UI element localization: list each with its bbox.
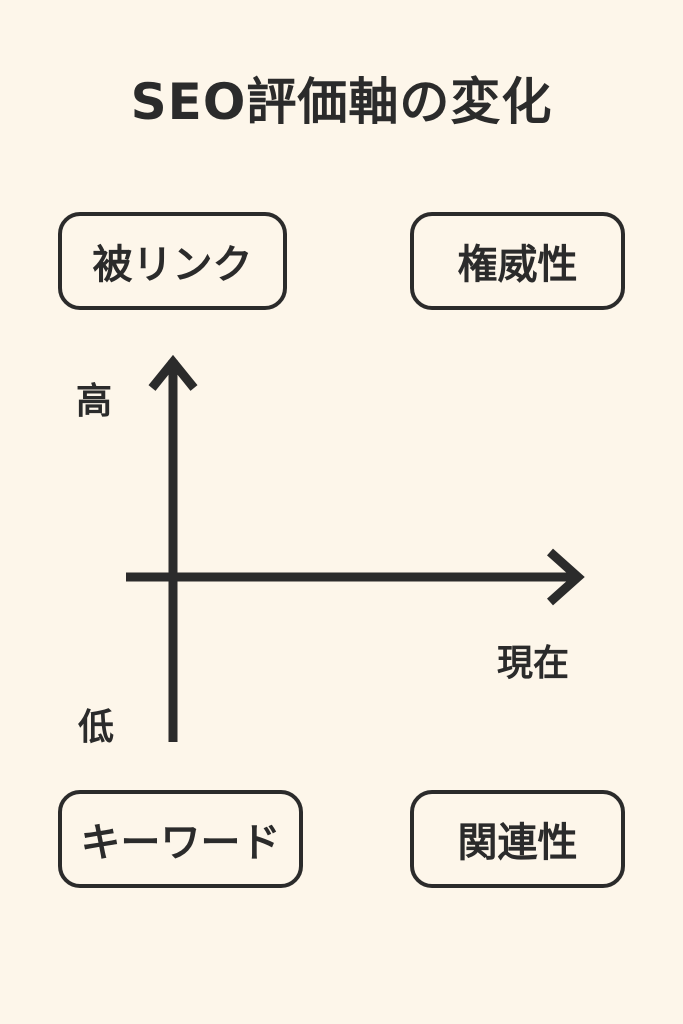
label-high: 高 [76, 381, 113, 422]
label-now: 現在 [497, 643, 570, 684]
label-low: 低 [78, 707, 115, 748]
box-keywords: キーワード [58, 790, 303, 888]
vertical-arrowhead [148, 354, 198, 391]
horizontal-arrowhead [547, 548, 585, 606]
diagram-title: SEO評価軸の変化 [130, 73, 553, 131]
box-backlinks: 被リンク [58, 212, 287, 310]
box-authority: 権威性 [410, 212, 625, 310]
box-relevance: 関連性 [410, 790, 625, 888]
